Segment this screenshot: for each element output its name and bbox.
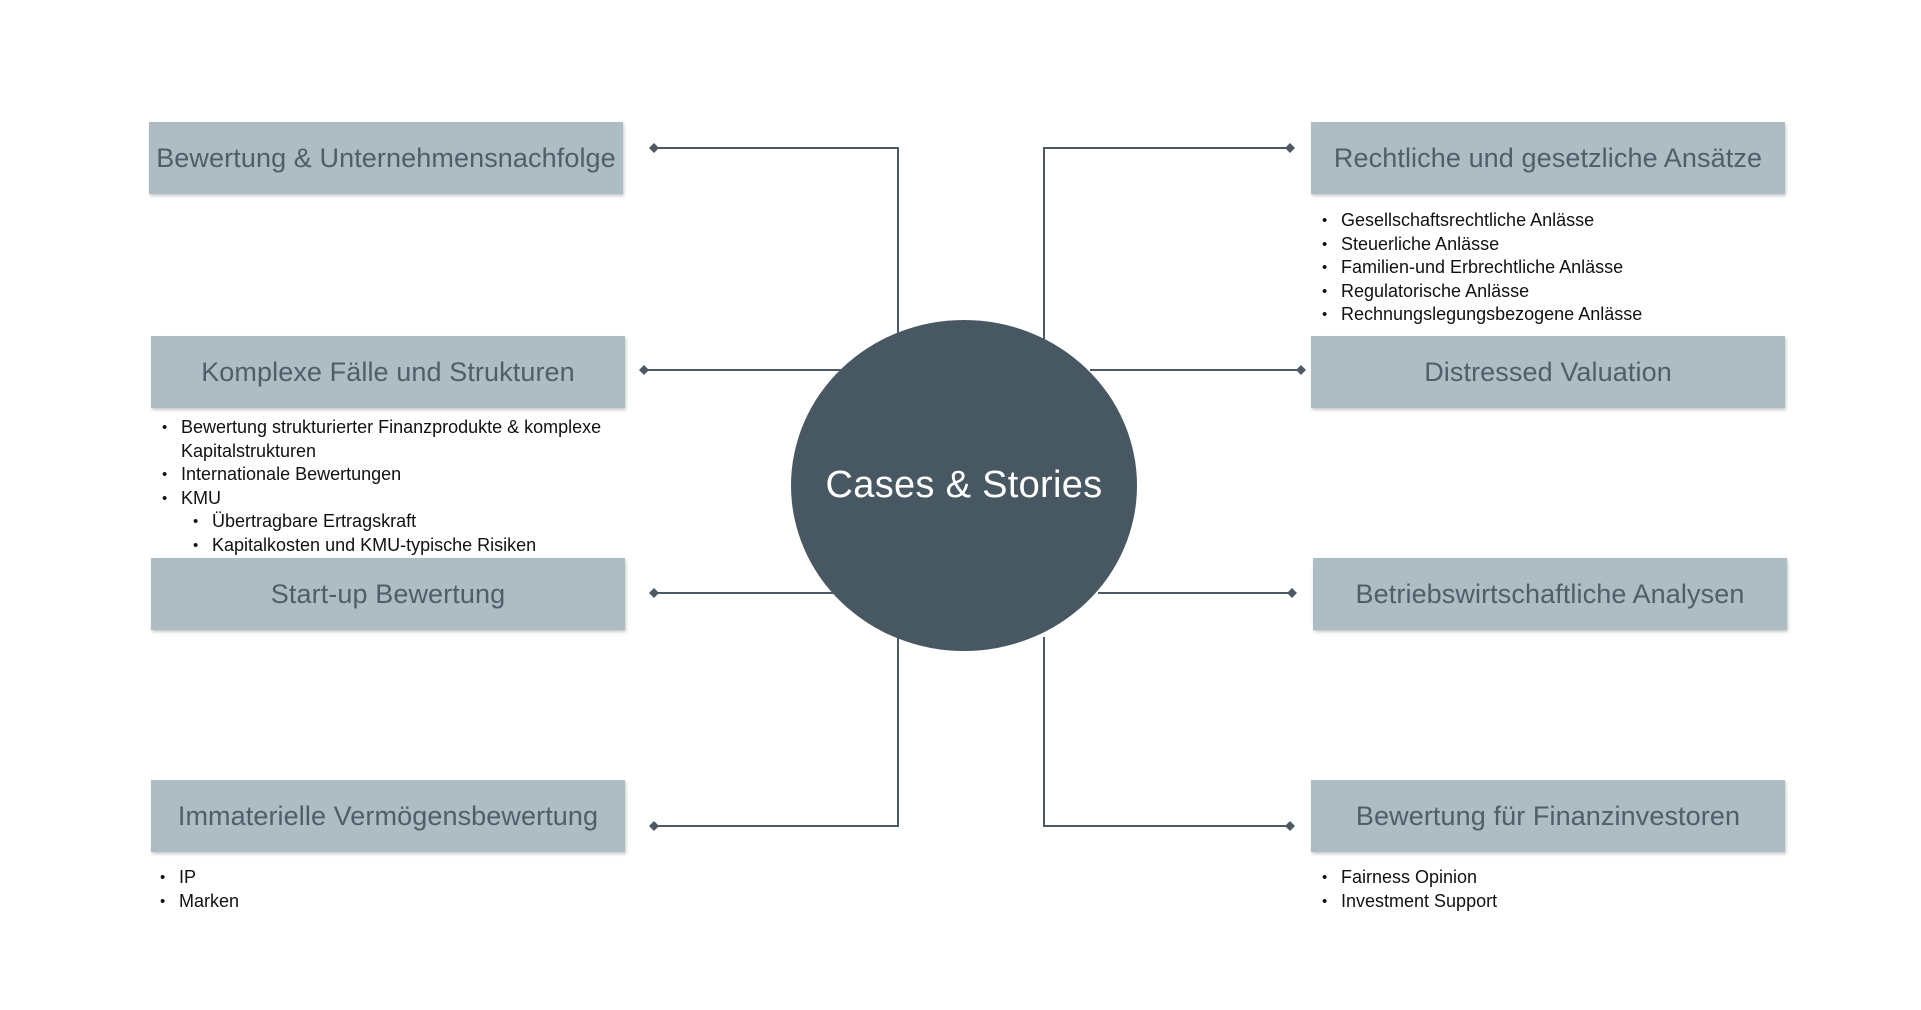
connector-end-diamond xyxy=(649,821,659,831)
topic-distressed-valuation: Distressed Valuation xyxy=(1311,336,1785,408)
connector-rechtliche-ansaetze xyxy=(1043,147,1290,340)
topic-label: Komplexe Fälle und Strukturen xyxy=(201,356,575,387)
bullet-list-immaterielle-vermoegensbewertung: IP Marken xyxy=(160,866,239,913)
connector-bewertung-unternehmensnachfolge xyxy=(654,147,899,335)
connector-end-diamond xyxy=(1285,821,1295,831)
topic-label: Immaterielle Vermögensbewertung xyxy=(177,800,599,831)
topic-bewertung-finanzinvestoren: Bewertung für Finanzinvestoren xyxy=(1311,780,1785,852)
bullet-item: IP xyxy=(160,866,239,890)
topic-immaterielle-vermoegensbewertung: Immaterielle Vermögensbewertung xyxy=(151,780,625,852)
topic-komplexe-faelle: Komplexe Fälle und Strukturen xyxy=(151,336,625,408)
topic-betriebswirtschaftliche-analysen: Betriebswirtschaftliche Analysen xyxy=(1313,558,1787,630)
connector-end-diamond xyxy=(1296,365,1306,375)
topic-label: Start-up Bewertung xyxy=(270,578,506,609)
bullet-item: Familien-und Erbrechtliche Anlässe xyxy=(1322,256,1642,280)
topic-label: Bewertung für Finanzinvestoren xyxy=(1355,800,1741,831)
topic-rechtliche-ansaetze: Rechtliche und gesetzliche Ansätze xyxy=(1311,122,1785,194)
bullet-item: KMU xyxy=(162,487,601,511)
bullet-item: Bewertung strukturierter Finanzprodukte … xyxy=(162,416,601,440)
bullet-item: Regulatorische Anlässe xyxy=(1322,280,1642,304)
bullet-item: Fairness Opinion xyxy=(1322,866,1497,890)
connector-immaterielle-vermoegensbewertung xyxy=(654,637,899,827)
bullet-item-continuation: Kapitalstrukturen xyxy=(181,440,317,461)
bullet-list-bewertung-finanzinvestoren: Fairness Opinion Investment Support xyxy=(1322,866,1497,913)
bullet-list-komplexe-faelle: Bewertung strukturierter Finanzprodukte … xyxy=(162,416,601,557)
bullet-item: Investment Support xyxy=(1322,890,1497,914)
bullet-item: Rechnungslegungsbezogene Anlässe xyxy=(1322,303,1642,327)
connector-end-diamond xyxy=(649,588,659,598)
central-topic-hub: Cases & Stories xyxy=(791,320,1137,651)
bullet-item: Steuerliche Anlässe xyxy=(1322,233,1642,257)
topic-label: Distressed Valuation xyxy=(1424,356,1672,387)
sub-bullet-item: Kapitalkosten und KMU-typische Risiken xyxy=(193,534,601,558)
connector-end-diamond xyxy=(1287,588,1297,598)
bullet-list-rechtliche-ansaetze: Gesellschaftsrechtliche Anlässe Steuerli… xyxy=(1322,209,1642,327)
central-topic-title: Cases & Stories xyxy=(825,464,1103,506)
topic-startup-bewertung: Start-up Bewertung xyxy=(151,558,625,630)
bullet-item: Gesellschaftsrechtliche Anlässe xyxy=(1322,209,1642,233)
bullet-item: Internationale Bewertungen xyxy=(162,463,601,487)
topic-label: Bewertung & Unternehmensnachfolge xyxy=(156,142,616,173)
connector-bewertung-finanzinvestoren xyxy=(1043,637,1290,827)
connector-end-diamond xyxy=(1285,143,1295,153)
topic-label: Rechtliche und gesetzliche Ansätze xyxy=(1333,142,1763,173)
sub-bullet-item: Übertragbare Ertragskraft xyxy=(193,510,601,534)
connector-end-diamond xyxy=(649,143,659,153)
topic-label: Betriebswirtschaftliche Analysen xyxy=(1355,578,1745,609)
topic-bewertung-unternehmensnachfolge: Bewertung & Unternehmensnachfolge xyxy=(149,122,623,194)
connector-end-diamond xyxy=(639,365,649,375)
bullet-item: Marken xyxy=(160,890,239,914)
